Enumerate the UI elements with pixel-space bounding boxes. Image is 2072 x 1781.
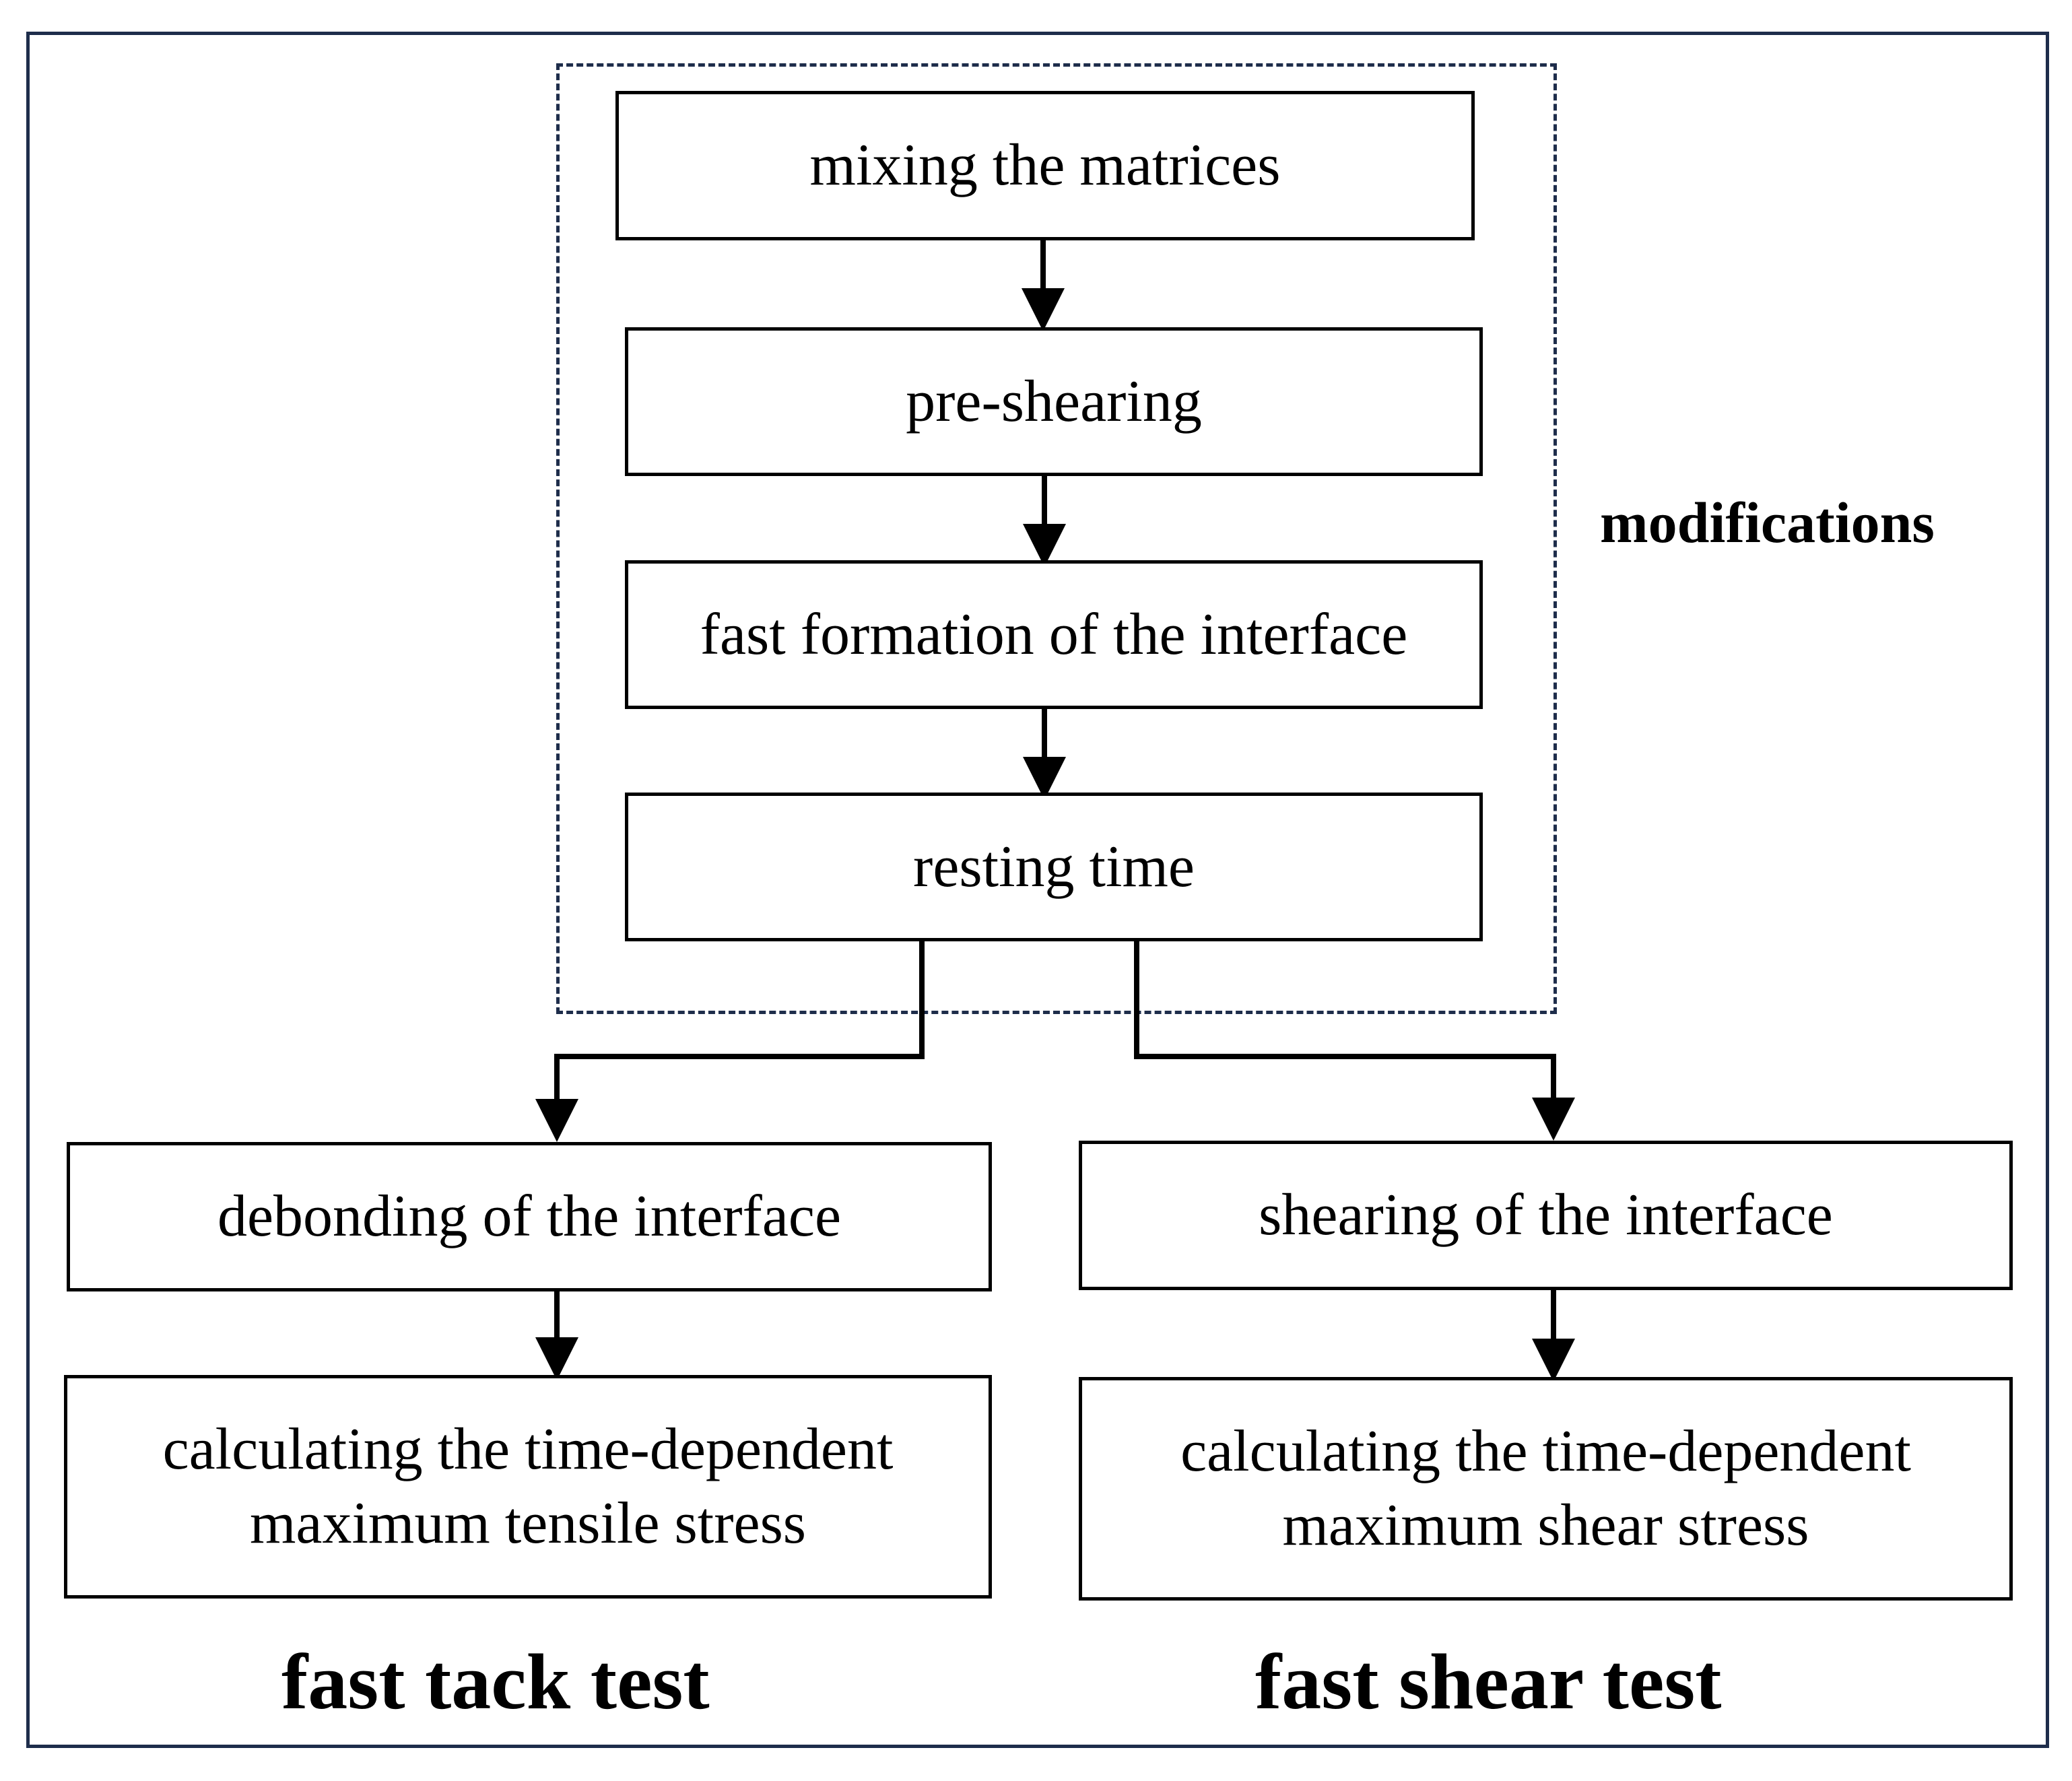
shear-test-title: fast shear test [1255, 1638, 1722, 1726]
tack-calc-line2: maximum tensile stress [249, 1491, 807, 1556]
shear-calc-line1: calculating the time-dependent [1180, 1419, 1911, 1484]
step-formation-label: fast formation of the interface [700, 601, 1408, 667]
tack-step-label: debonding of the interface [217, 1184, 842, 1249]
step-preshearing-label: pre-shearing [906, 368, 1202, 434]
modifications-label: modifications [1600, 490, 1935, 555]
outer-frame [26, 32, 2049, 1748]
step-resting-box: resting time [625, 793, 1483, 941]
shear-step-label: shearing of the interface [1259, 1182, 1833, 1248]
step-preshearing-box: pre-shearing [625, 327, 1483, 476]
shear-calc-box: calculating the time-dependent maximum s… [1079, 1377, 2013, 1601]
shear-step-box: shearing of the interface [1079, 1141, 2013, 1290]
step-resting-label: resting time [913, 834, 1195, 900]
tack-calc-box: calculating the time-dependent maximum t… [64, 1375, 992, 1599]
shear-calc-line2: maximum shear stress [1282, 1493, 1809, 1558]
step-mixing-box: mixing the matrices [615, 91, 1475, 240]
step-formation-box: fast formation of the interface [625, 560, 1483, 709]
modifications-group [556, 63, 1557, 1014]
step-mixing-label: mixing the matrices [809, 133, 1281, 198]
tack-step-box: debonding of the interface [67, 1142, 992, 1291]
tack-test-title: fast tack test [281, 1638, 710, 1726]
tack-calc-line1: calculating the time-dependent [162, 1417, 894, 1482]
